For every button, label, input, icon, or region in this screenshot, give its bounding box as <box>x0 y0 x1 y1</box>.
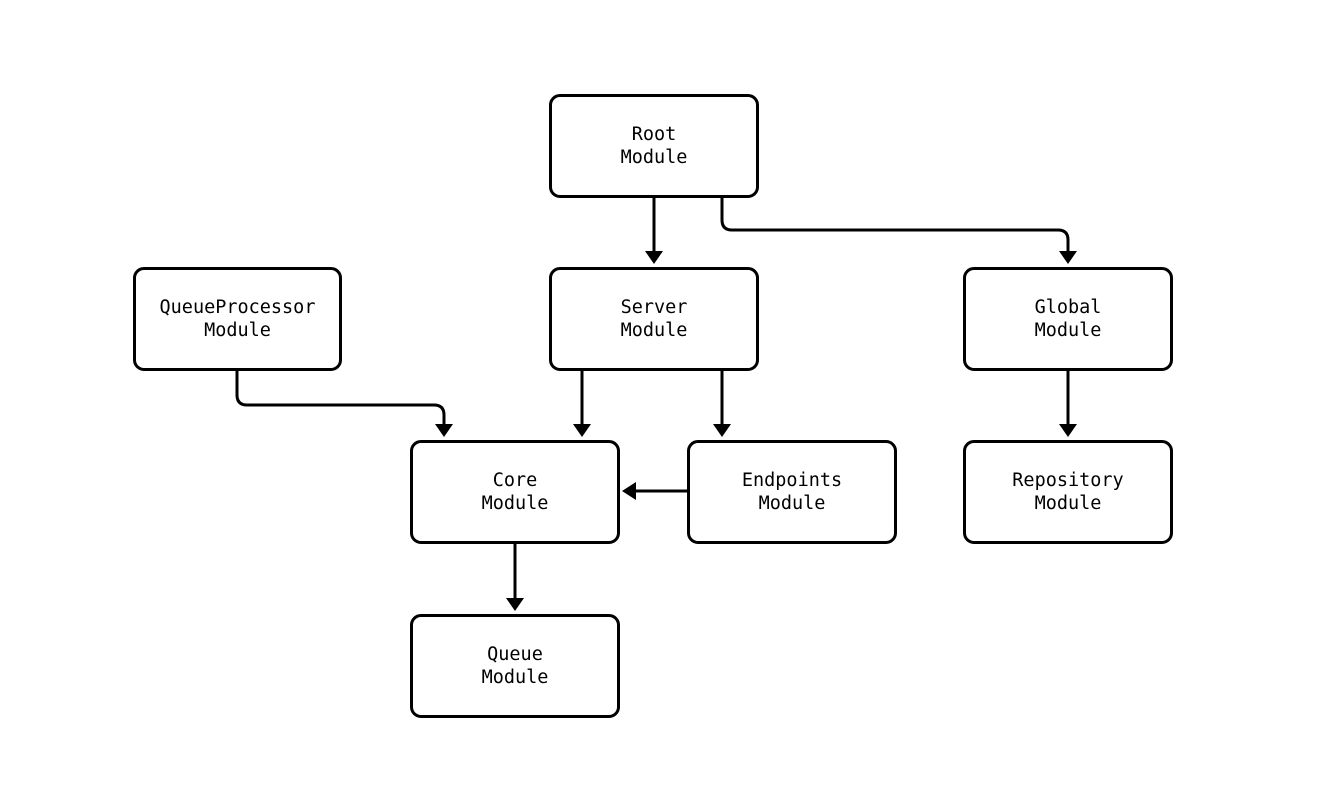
edge-line <box>235 371 446 425</box>
edge-core-to-queue <box>506 544 524 611</box>
node-label-secondary: Module <box>481 667 549 688</box>
arrowhead <box>435 424 453 437</box>
edge-endpoints-to-core <box>622 482 687 500</box>
node-label-primary: Core <box>492 470 538 491</box>
node-label-secondary: Module <box>481 493 549 514</box>
node-label-secondary: Module <box>620 147 688 168</box>
edge-global-to-repository <box>1059 371 1077 437</box>
arrowhead <box>713 424 731 437</box>
edge-root-to-server <box>645 198 663 264</box>
node-label-primary: QueueProcessor <box>159 297 316 318</box>
arrowhead <box>1059 251 1077 264</box>
node-label-secondary: Module <box>758 493 826 514</box>
edge-line <box>720 198 1070 252</box>
node-label-secondary: Module <box>1034 493 1102 514</box>
edge-root-to-global <box>720 198 1077 264</box>
edge-queueprocessor-to-core <box>235 371 453 437</box>
arrowhead <box>506 598 524 611</box>
node-label-primary: Server <box>620 297 688 318</box>
node-label-primary: Endpoints <box>741 470 843 491</box>
arrowhead <box>645 251 663 264</box>
node-label-primary: Root <box>631 124 677 145</box>
node-label-secondary: Module <box>620 320 688 341</box>
arrowhead <box>1059 424 1077 437</box>
node-label-secondary: Module <box>1034 320 1102 341</box>
edge-server-to-core <box>573 371 591 437</box>
arrowhead <box>573 424 591 437</box>
node-label-secondary: Module <box>204 320 271 341</box>
node-label-primary: Global <box>1034 297 1102 318</box>
arrowhead <box>622 482 636 500</box>
node-label-primary: Queue <box>487 644 543 665</box>
node-label-primary: Repository <box>1012 470 1124 491</box>
edge-server-to-endpoints <box>713 371 731 437</box>
